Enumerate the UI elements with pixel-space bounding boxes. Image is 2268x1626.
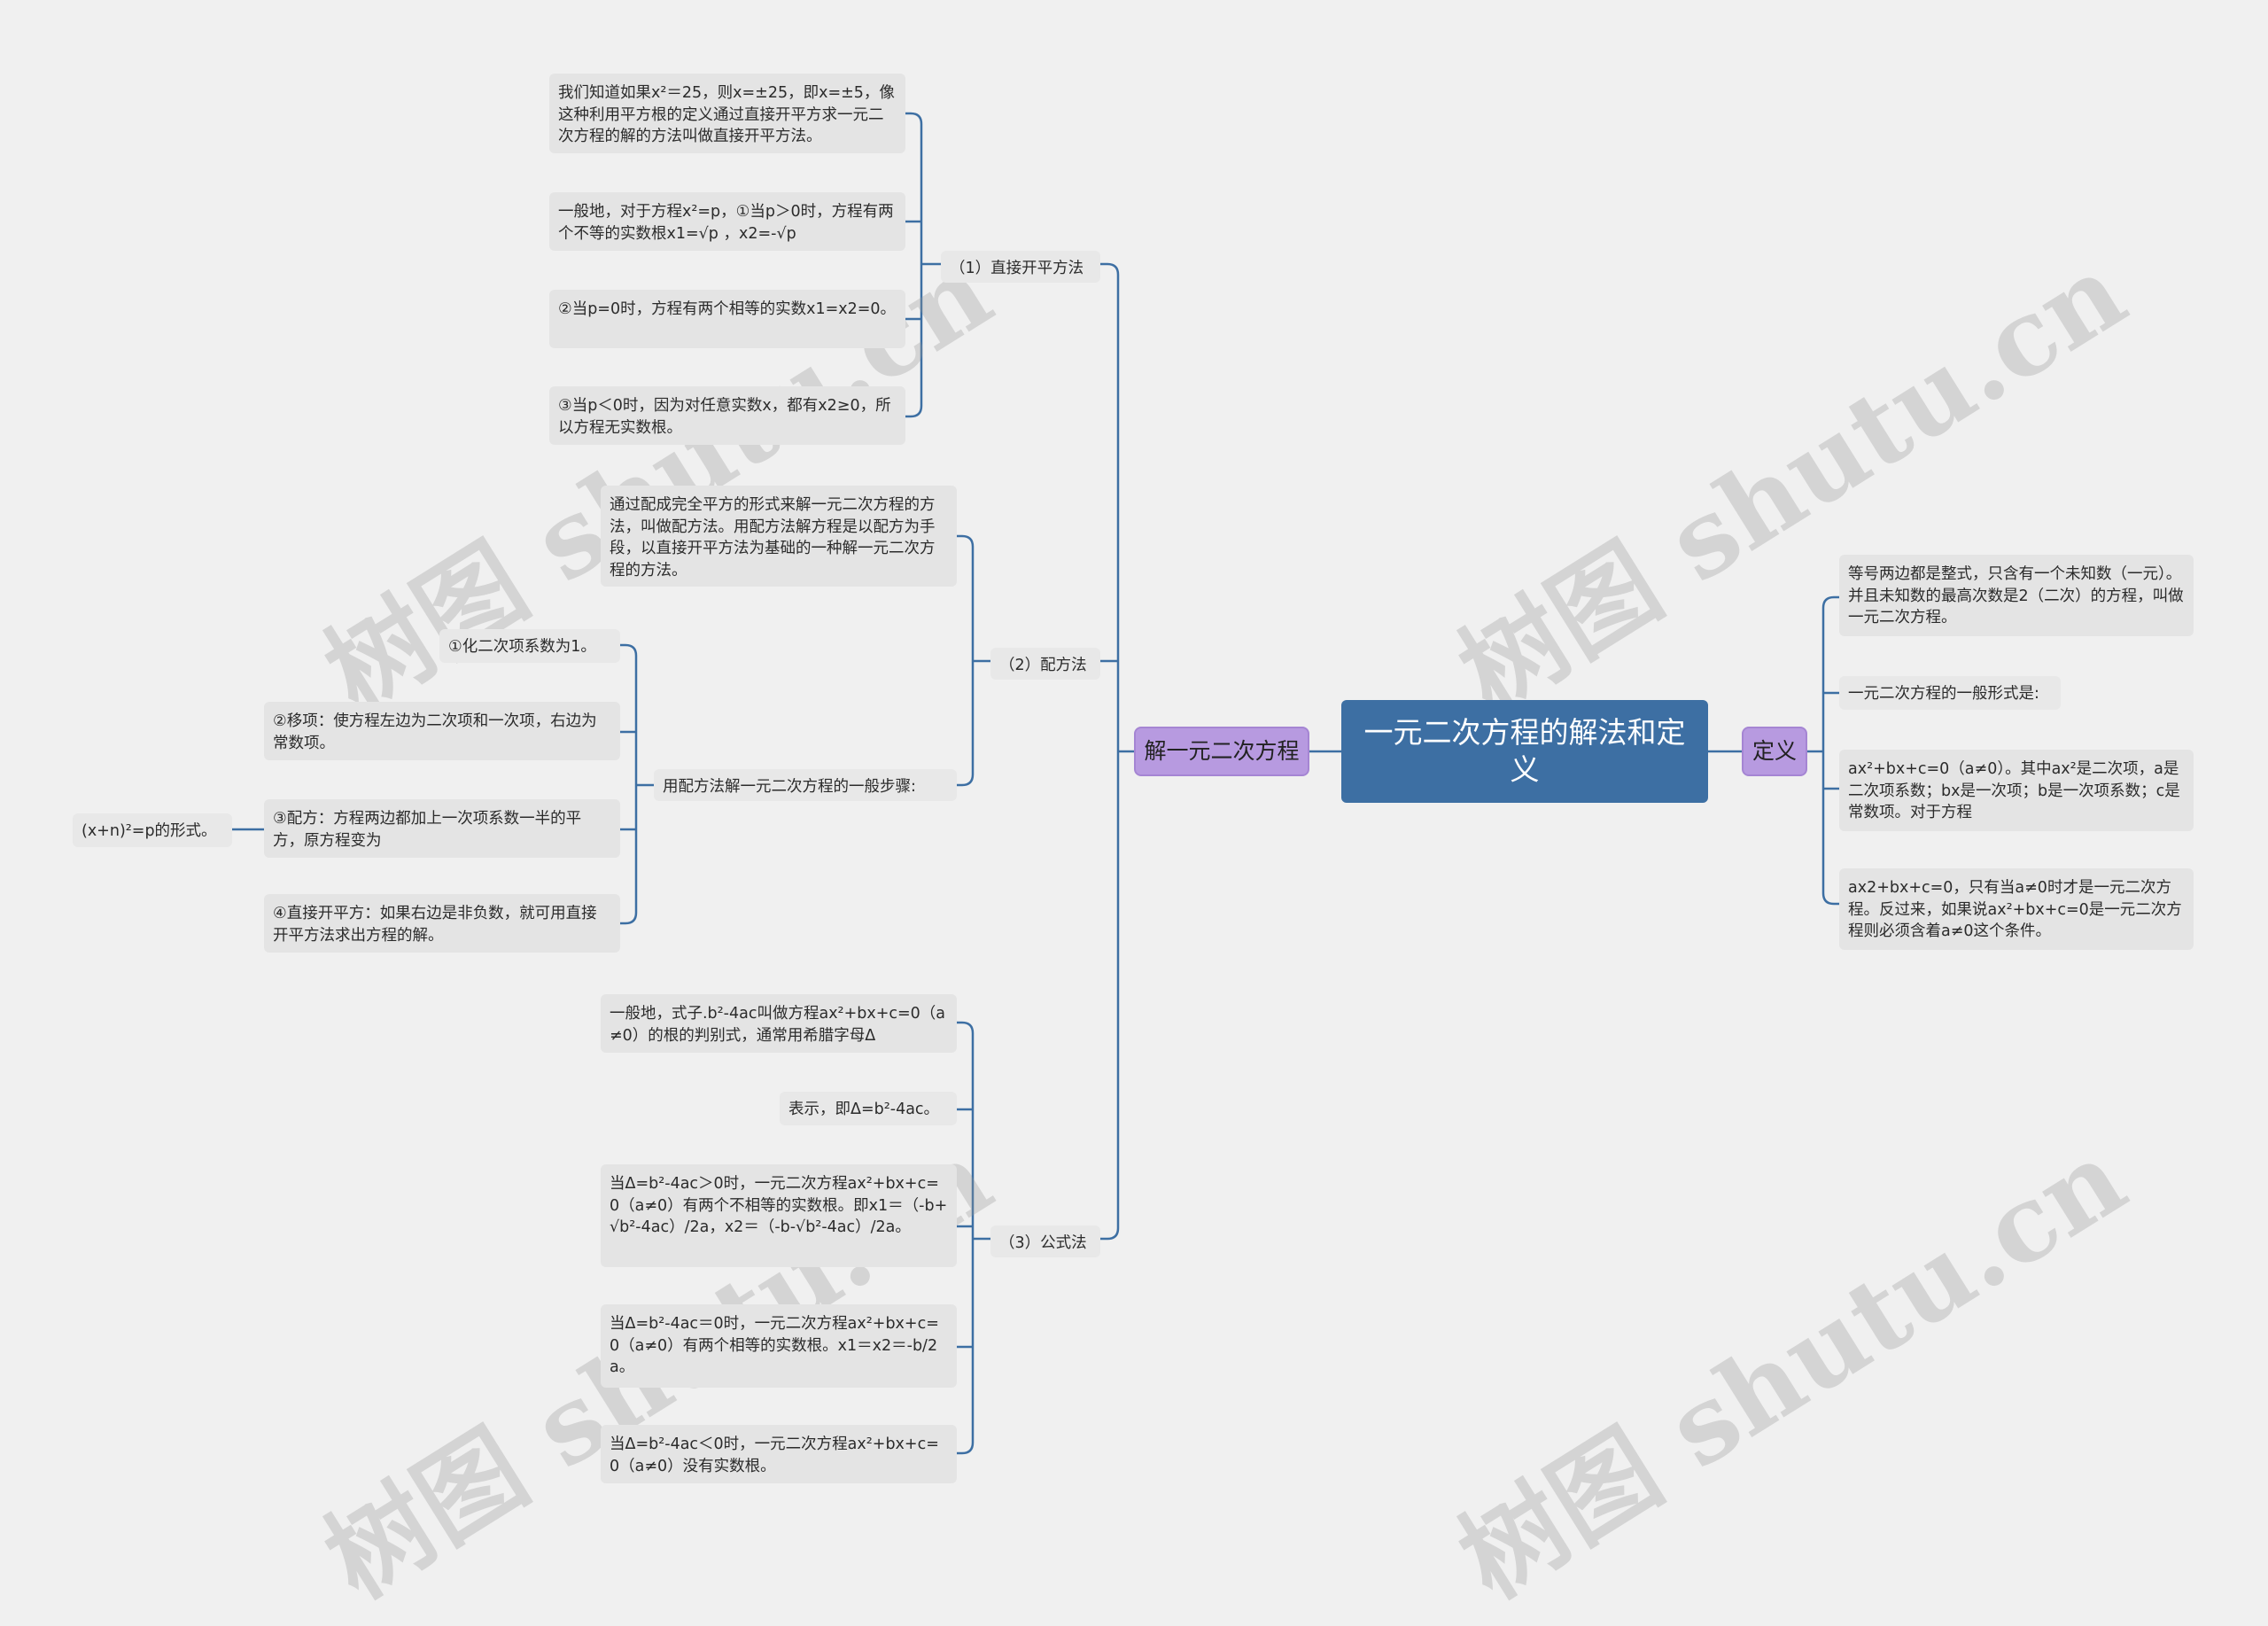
formula-item-1[interactable]: 一般地，式子.b²-4ac叫做方程ax²+bx+c=0（a≠0）的根的判别式，通…	[601, 994, 957, 1053]
formula-item-2[interactable]: 表示，即Δ=b²-4ac。	[780, 1092, 957, 1125]
define-item-4[interactable]: ax2+bx+c=0，只有当a≠0时才是一元二次方程。反过来，如果说ax²+bx…	[1839, 868, 2194, 950]
method-complete-label[interactable]: （2）配方法	[990, 648, 1100, 680]
step-3-child[interactable]: (x+n)²=p的形式。	[73, 813, 232, 847]
define-item-3[interactable]: ax²+bx+c=0（a≠0）。其中ax²是二次项，a是二次项系数；bx是一次项…	[1839, 750, 2194, 831]
define-item-2[interactable]: 一元二次方程的一般形式是:	[1839, 676, 2061, 710]
method-direct-label[interactable]: （1）直接开平方法	[941, 251, 1100, 283]
define-item-1[interactable]: 等号两边都是整式，只含有一个未知数（一元）。并且未知数的最高次数是2（二次）的方…	[1839, 555, 2194, 636]
root-topic[interactable]: 一元二次方程的解法和定义	[1341, 700, 1708, 803]
link-solve-methods	[1099, 262, 1136, 1241]
branch-solve[interactable]: 解一元二次方程	[1134, 727, 1309, 776]
link-direct-items	[905, 112, 941, 418]
step-3[interactable]: ③配方：方程两边都加上一次项系数一半的平方，原方程变为	[264, 799, 620, 858]
connector-lines	[232, 112, 1839, 1455]
branch-define[interactable]: 定义	[1742, 727, 1807, 776]
method-formula-label[interactable]: （3）公式法	[990, 1225, 1100, 1257]
complete-steps-label[interactable]: 用配方法解一元二次方程的一般步骤:	[654, 769, 957, 801]
step-1[interactable]: ①化二次项系数为1。	[439, 629, 620, 663]
complete-intro[interactable]: 通过配成完全平方的形式来解一元二次方程的方法，叫做配方法。用配方法解方程是以配方…	[601, 486, 957, 587]
direct-item-3[interactable]: ②当p=0时，方程有两个相等的实数x1=x2=0。	[549, 290, 905, 348]
direct-item-2[interactable]: 一般地，对于方程x²=p，①当p＞0时，方程有两个不等的实数根x1=√p ，x2…	[549, 192, 905, 251]
link-define-items	[1807, 595, 1839, 906]
formula-item-5[interactable]: 当Δ=b²-4ac＜0时，一元二次方程ax²+bx+c=0（a≠0）没有实数根。	[601, 1425, 957, 1483]
link-complete-items	[957, 534, 990, 787]
link-steps	[620, 643, 654, 925]
step-2[interactable]: ②移项：使方程左边为二次项和一次项，右边为常数项。	[264, 702, 620, 760]
direct-item-4[interactable]: ③当p＜0时，因为对任意实数x，都有x2≥0，所以方程无实数根。	[549, 386, 905, 445]
step-4[interactable]: ④直接开平方：如果右边是非负数，就可用直接开平方法求出方程的解。	[264, 894, 620, 953]
formula-item-3[interactable]: 当Δ=b²-4ac＞0时，一元二次方程ax²+bx+c=0（a≠0）有两个不相等…	[601, 1164, 957, 1267]
link-formula-items	[957, 1021, 990, 1455]
formula-item-4[interactable]: 当Δ=b²-4ac＝0时，一元二次方程ax²+bx+c=0（a≠0）有两个相等的…	[601, 1304, 957, 1388]
direct-item-1[interactable]: 我们知道如果x²＝25，则x=±25，即x=±5，像这种利用平方根的定义通过直接…	[549, 74, 905, 153]
